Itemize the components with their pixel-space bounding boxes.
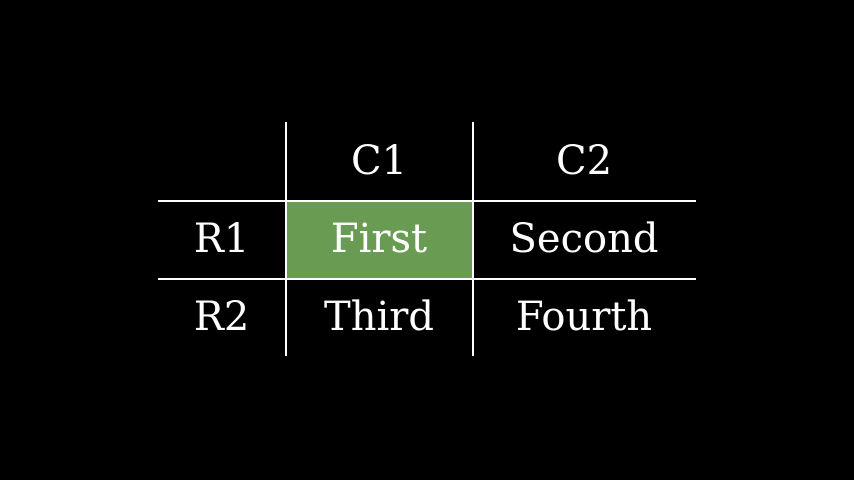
highlighted-cell-background [287,202,472,278]
table-vertical-line-1 [284,122,287,356]
row-label-r2: R2 [193,294,250,340]
header-corner-cell [158,122,285,200]
cell-r2-c1: Third [324,294,434,340]
cell-r1-c2: Second [509,216,659,262]
table-vertical-line-2 [471,122,474,356]
column-header-c1: C1 [350,138,408,184]
row-label-r1: R1 [193,216,250,262]
cell-r2-c2: Fourth [515,294,653,340]
column-header-c2: C2 [555,138,613,184]
table-horizontal-line-1 [158,199,696,202]
table-horizontal-line-2 [158,277,696,280]
cell-r1-c1-highlighted: First [330,216,428,262]
